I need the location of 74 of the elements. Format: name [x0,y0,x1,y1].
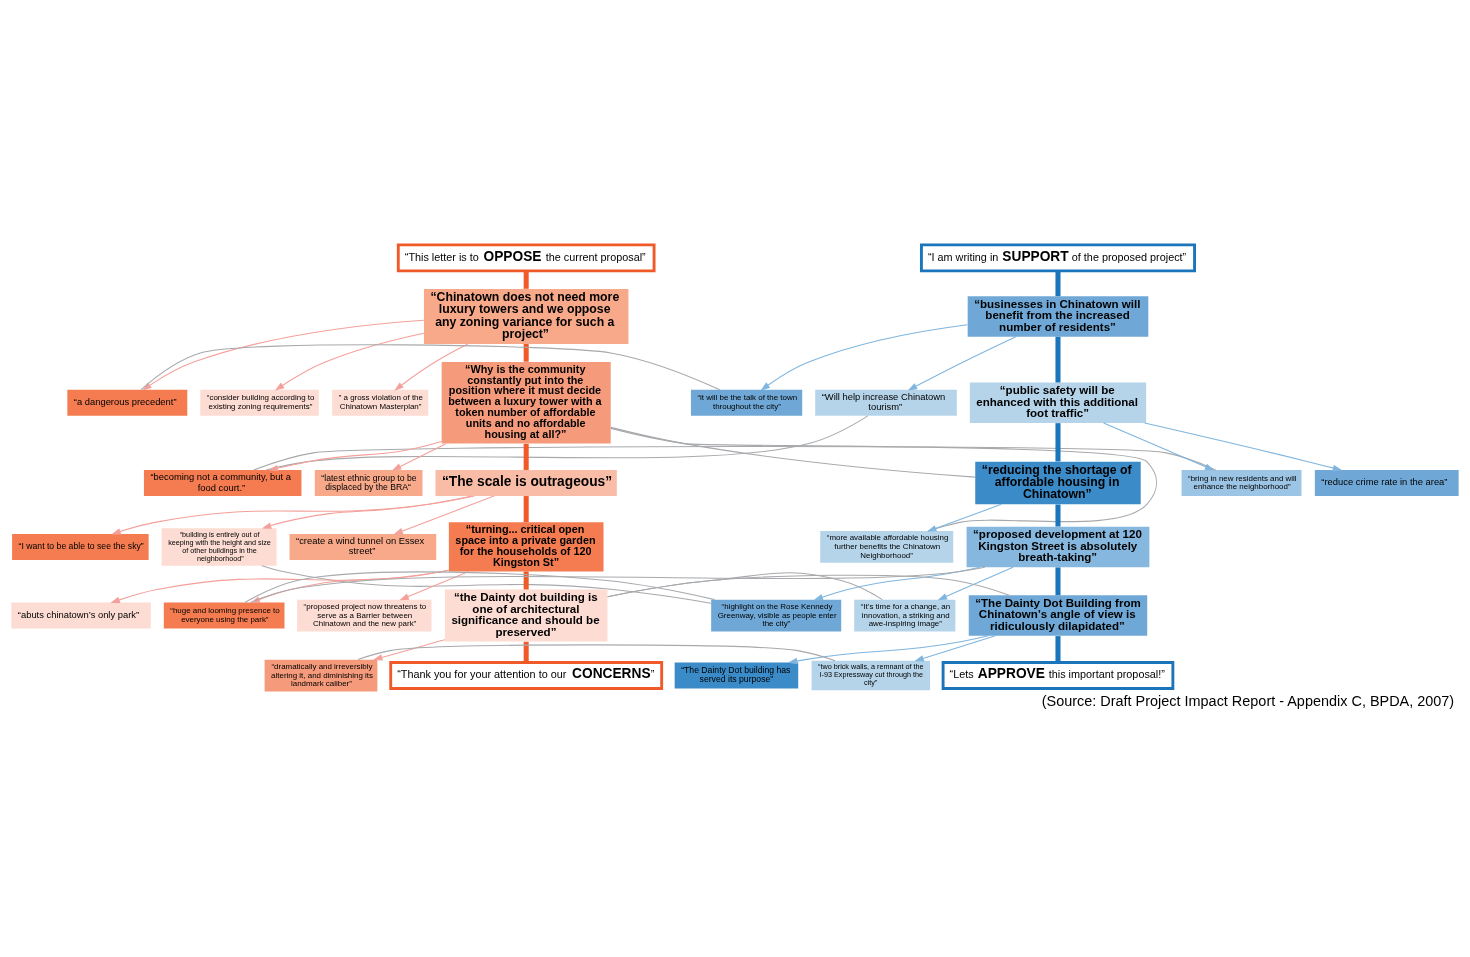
arrow [394,342,469,391]
node-box: “Lets APPROVE this important proposal!” [941,660,1175,690]
connector [140,343,721,390]
node-box: “building is entirely out of keeping with the height and size of other buildings in the neighborhood” [161,527,277,566]
arrow [937,566,1014,600]
node-box: “latest ethnic group to be displaced by the BRA“ [314,469,423,496]
node-box: “highlight on the Rose Kennedy Greenway, visible as people enter the city” [711,599,842,631]
connector [261,564,712,604]
arrow [111,495,476,535]
connector [265,414,869,470]
arrow [142,319,425,391]
arrow [399,570,470,600]
arrow [787,634,989,664]
node-box: “Thank you for your attention to our CONCERNS” [389,660,664,690]
connector [523,270,529,289]
arrow [927,503,1002,531]
arrow [914,634,996,662]
connector [357,643,836,661]
node-box: “Will help increase Chinatown tourism” [815,389,957,416]
arrow [907,335,1017,390]
arrow [268,440,443,471]
node-box: “It’s time for a change, an innovation, a striking and awe-inspiring image” [854,599,956,631]
arrow [760,323,968,391]
connector [1055,504,1061,527]
node-box: “two brick walls, a remnant of the I-93 Expressway cut through the city” [811,660,931,690]
node-box: “Chinatown does not need more luxury towers and we oppose any zoning variance for such a project” [423,288,629,344]
connector [1055,270,1061,296]
connector [523,443,529,470]
node-box: “create a wind tunnel on Essex street” [289,533,437,560]
connector [253,445,1217,470]
arrow [261,494,473,529]
node-box: “proposed development at 120 Kingston Street is absolutely breath-taking” [966,526,1150,567]
connector [1055,566,1061,595]
node-box: ” a gross violation of the Chinatown Masterplan” [332,389,429,416]
node-box: “proposed project now threatens to serve as a Barrier between Chinatown and the new park” [297,599,432,631]
node-box: “public safety will be enhanced with this additional foot traffic” [969,382,1147,423]
connector [523,495,529,522]
node-box: “huge and looming presence to everyone using the park” [163,602,285,629]
connector [1055,635,1061,663]
node-box: “bring in new residents and will enhance the neighborhood” [1181,469,1302,496]
node-box: “Why is the community constantly put into the position where it must decide between a luxury tower with a token number of affordable units and no affordable housing at all?” [441,361,611,444]
node-box: “consider building according to existing zoning requirements” [200,389,319,416]
node-box: “it will be the talk of the town throughout the city” [690,389,803,416]
connector [523,641,529,662]
node-box: “I want to be able to see the sky” [12,533,149,560]
arrow [274,332,425,391]
connector [1055,422,1061,461]
connector [523,343,529,362]
arrow [1103,422,1215,471]
node-box: “dramatically and irreversibly altering it, and diminishing its landmark caliber” [264,659,378,691]
node-box: “I am writing in SUPPORT of the proposed project” [919,242,1196,272]
node-box: “abuts chinatown’s only park” [11,602,151,629]
connector [610,427,1158,531]
node-box: “reduce crime rate in the area” [1314,469,1459,496]
connector [610,426,976,478]
node-box: “reducing the shortage of affordable housing in Chinatown” [975,461,1141,504]
node-box: “a dangerous precedent” [67,389,188,416]
arrow [373,638,446,661]
node-box: “The Dainty Dot Building from Chinatown’s angle of view is ridiculously dilapidated” [968,594,1148,636]
arrow [813,566,981,600]
node-box: “The Dainty Dot building has served its purpose” [674,662,799,689]
node-box: “more available affordable housing further benefits the Chinatown Neighborhood” [820,530,954,563]
arrow [1144,422,1343,471]
arrow [391,442,447,471]
node-box: “businesses in Chinatown will benefit from the increased number of residents” [967,295,1149,337]
node-box: “The scale is outrageous” [435,469,617,496]
arrow [393,495,495,534]
connector [1055,336,1061,382]
node-box: “the Dainty dot building is one of architectural significance and should be preserved” [444,589,608,642]
node-box: “turning... critical open space into a private garden for the households of 120 Kingston St” [448,521,604,571]
node-box: “becoming not a community, but a food court.” [143,469,302,496]
caption: (Source: Draft Project Impact Report - Appendix C, BPDA, 2007) [1041,692,1455,709]
node-box: “This letter is to OPPOSE the current proposal” [396,242,656,272]
connector [607,574,1010,597]
